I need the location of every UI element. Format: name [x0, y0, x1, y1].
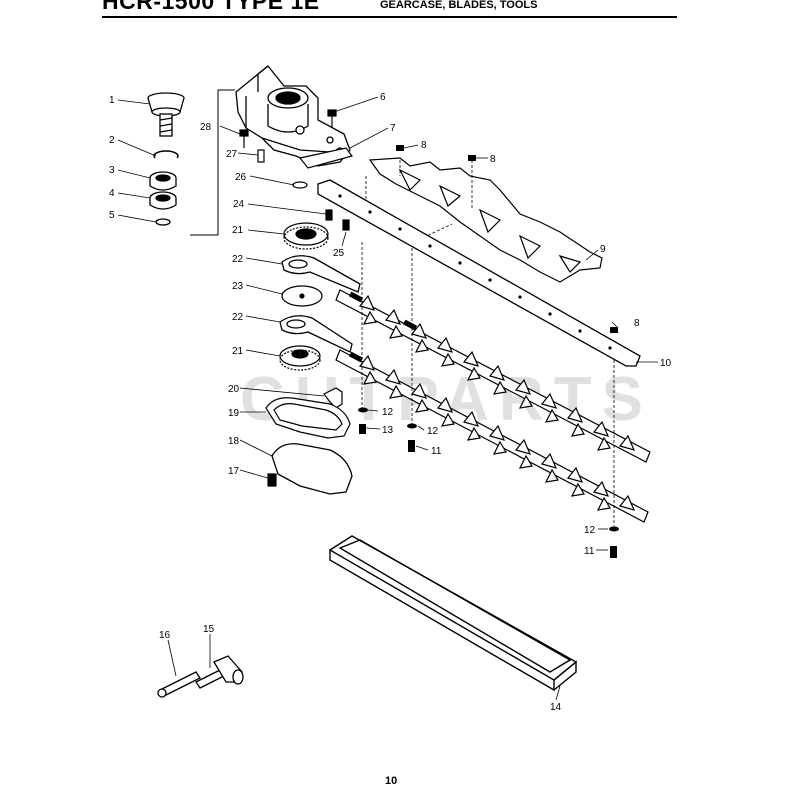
part-28-screw: [239, 129, 249, 148]
callout-10: 10: [660, 358, 672, 369]
guard-alignment-lines: [365, 160, 473, 241]
part-23-plate: [281, 285, 323, 307]
part-21-crank-gear-lower: [279, 345, 321, 371]
page-title: HCR-1500 TYPE 1E: [102, 0, 320, 14]
callout-13: 13: [382, 425, 394, 436]
part-24-screw: [325, 209, 333, 221]
callout-4: 4: [109, 188, 115, 199]
callout-26: 26: [235, 172, 247, 183]
part-20-spacer: [323, 387, 343, 409]
callout-5: 5: [109, 210, 115, 221]
part-17-screw: [267, 473, 277, 487]
callout-8a: 8: [421, 140, 427, 151]
callout-17: 17: [228, 466, 240, 477]
part-5-washer: [155, 218, 171, 226]
page-number: 10: [385, 775, 398, 787]
title-divider: [102, 16, 677, 18]
part-12-washer-a: [358, 407, 368, 413]
part-7-bracket: [298, 147, 354, 169]
callout-6: 6: [380, 92, 386, 103]
part-8-nut-a: [396, 145, 404, 151]
part-6-screw: [327, 109, 337, 128]
callout-9: 9: [600, 244, 606, 255]
part-9-blade-guard: [368, 157, 603, 283]
part-14-blade-cover: [328, 535, 578, 692]
part-11-screw-a: [408, 440, 415, 452]
bolt-alignment-lines: [361, 242, 615, 526]
part-4-bearing: [149, 191, 177, 210]
callout-11a: 11: [431, 446, 442, 457]
callout-24: 24: [233, 199, 245, 210]
gearcase-housing: [235, 65, 351, 167]
part-10-back-bar: [317, 179, 641, 367]
part-1-bearing-cap: [147, 92, 185, 137]
part-18-cover-plate: [271, 443, 353, 495]
part-11-screw-b: [610, 546, 617, 558]
part-12-washer-b: [407, 423, 417, 429]
callout-8c: 8: [634, 318, 640, 329]
callout-27: 27: [226, 149, 238, 160]
callout-21a: 21: [232, 225, 244, 236]
callout-23: 23: [232, 281, 244, 292]
callout-3: 3: [109, 165, 115, 176]
part-3-bearing: [149, 171, 177, 191]
callout-15: 15: [203, 624, 215, 635]
part-8-nut-b: [468, 155, 476, 161]
callout-16: 16: [159, 630, 171, 641]
part-15-socket-wrench: [195, 655, 244, 689]
callout-leaders: [117, 96, 658, 701]
callout-21b: 21: [232, 346, 244, 357]
callout-12b: 12: [427, 426, 439, 437]
part-26-washer: [292, 181, 308, 189]
callout-22b: 22: [232, 312, 244, 323]
upper-cutting-blade: [335, 289, 651, 463]
callout-14: 14: [550, 702, 562, 713]
callout-20: 20: [228, 384, 240, 395]
callout-12c: 12: [584, 525, 596, 536]
callout-labels: 1 2 3 4 5 6 7 8 8 9 8 10 28 27 26 24 25 …: [109, 92, 672, 713]
lower-cutting-blade: [335, 349, 649, 523]
callout-8b: 8: [490, 154, 496, 165]
part-22-connecting-rod-upper: [281, 255, 361, 293]
part-16-wrench: [157, 671, 201, 698]
part-19-gasket: [265, 397, 351, 439]
bearing-group-bracket: [190, 89, 235, 236]
callout-7: 7: [390, 123, 396, 134]
callout-19: 19: [228, 408, 240, 419]
part-2-snap-ring: [153, 150, 179, 159]
part-13-screw: [359, 424, 366, 434]
callout-12a: 12: [382, 407, 394, 418]
callout-2: 2: [109, 135, 115, 146]
part-21-crank-gear-upper: [283, 222, 329, 250]
callout-18: 18: [228, 436, 240, 447]
part-25-screw: [342, 219, 350, 231]
part-12-washer-c: [609, 526, 619, 532]
part-8-nut-c: [610, 327, 618, 333]
part-22-connecting-rod-lower: [279, 315, 353, 353]
callout-1: 1: [109, 95, 115, 106]
callout-11b: 11: [584, 546, 595, 557]
part-27-pin: [257, 149, 265, 163]
section-title: GEARCASE, BLADES, TOOLS: [380, 0, 538, 11]
callout-22a: 22: [232, 254, 244, 265]
callout-25: 25: [333, 248, 345, 259]
callout-28: 28: [200, 122, 212, 133]
